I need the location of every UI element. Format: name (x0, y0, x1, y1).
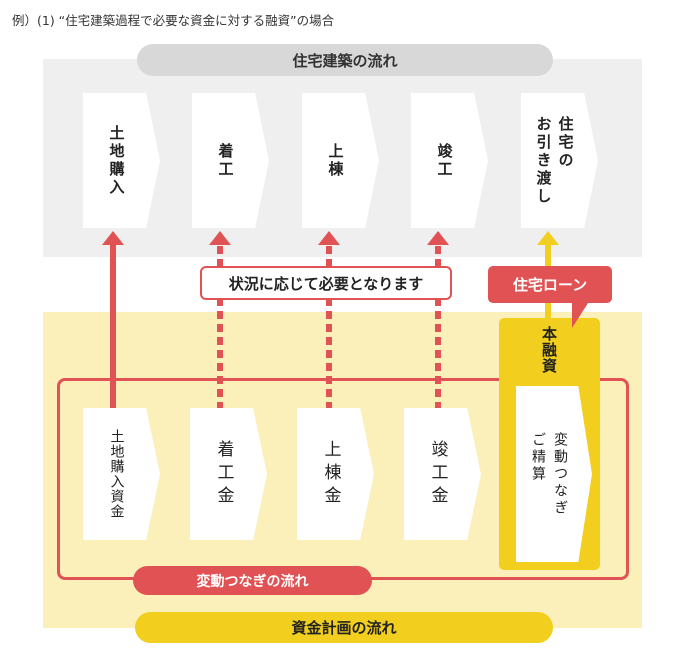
step-framing-funds: 上棟金 (297, 408, 374, 540)
arrow-head-icon (102, 231, 124, 245)
step-label: 土地購入 (107, 124, 126, 197)
step-label: 竣工 (435, 142, 454, 179)
housing-flow-title: 住宅建築の流れ (137, 44, 553, 76)
arrow-head-icon (318, 231, 340, 245)
step-completion-funds: 竣工金 (404, 408, 481, 540)
step-completion: 竣工 (411, 93, 488, 228)
arrow-head-icon (427, 231, 449, 245)
step-label: 上棟 (326, 142, 345, 179)
arrow-line (110, 244, 116, 410)
callout-tail (572, 300, 590, 328)
step-label: 土地購入資金 (108, 429, 125, 519)
caption: 例）(1) “住宅建築過程で必要な資金に対する融資”の場合 (12, 13, 335, 28)
step-label: 変動つなぎ ご精算 (530, 431, 568, 517)
bridge-flow-title: 変動つなぎの流れ (133, 566, 372, 595)
main-loan-label: 本融資 (540, 326, 558, 374)
step-label: 着工金 (213, 439, 234, 509)
arrow-line-dashed (217, 246, 223, 410)
step-land-funds: 土地購入資金 (83, 408, 160, 540)
step-groundbreaking: 着工 (192, 93, 269, 228)
step-label: 住宅の お引き渡し (534, 115, 575, 206)
housing-loan-label: 住宅ローン (488, 266, 612, 303)
step-handover: 住宅の お引き渡し (521, 93, 598, 228)
step-label: 竣工金 (427, 439, 448, 509)
arrow-head-icon (537, 231, 559, 245)
arrow-head-icon (209, 231, 231, 245)
step-groundbreaking-funds: 着工金 (190, 408, 267, 540)
note-label: 状況に応じて必要となります (200, 266, 452, 300)
step-framing: 上棟 (302, 93, 379, 228)
arrow-line-dashed (326, 246, 332, 410)
arrow-line-dashed (435, 246, 441, 410)
step-land-purchase: 土地購入 (83, 93, 160, 228)
step-label: 着工 (216, 142, 235, 179)
step-bridge-settlement: 変動つなぎ ご精算 (516, 386, 592, 562)
step-label: 上棟金 (320, 439, 341, 509)
funding-flow-title: 資金計画の流れ (135, 612, 553, 643)
